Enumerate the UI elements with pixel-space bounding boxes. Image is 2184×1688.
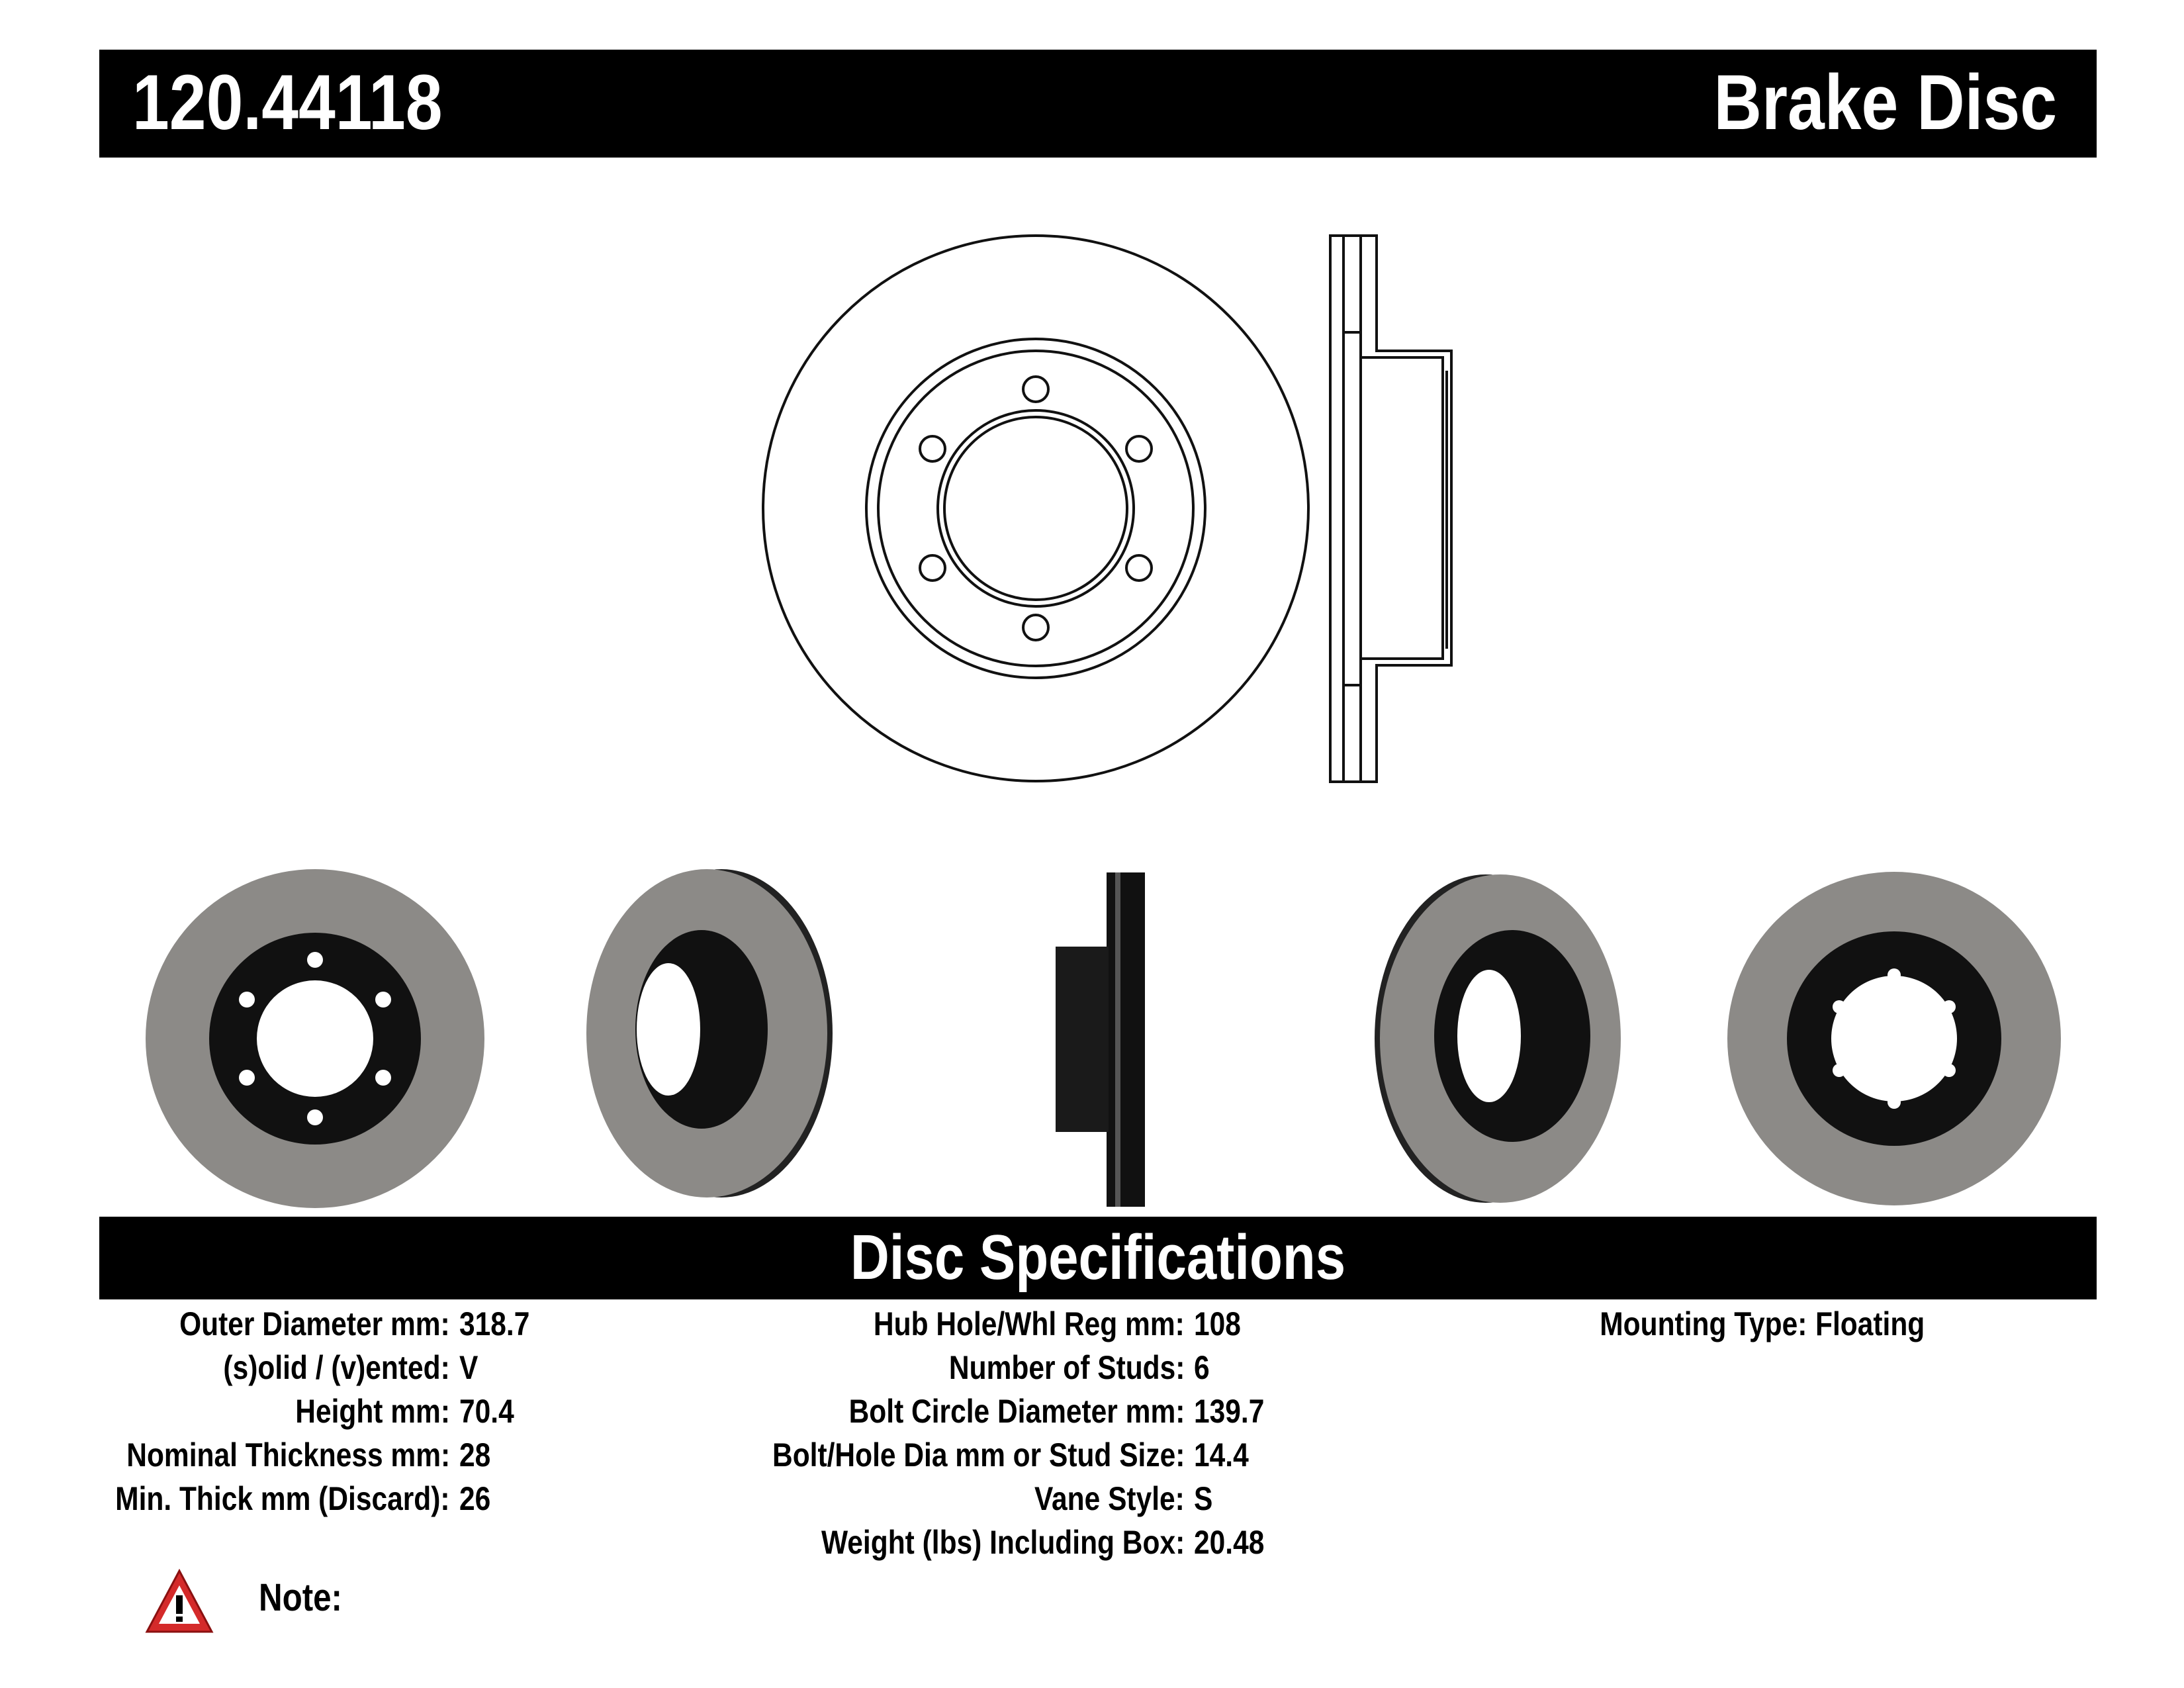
photo-disc-side xyxy=(1056,872,1145,1207)
spec-label: Nominal Thickness mm: xyxy=(126,1436,450,1474)
spec-label: Height mm: xyxy=(295,1393,450,1430)
photo-disc-back xyxy=(1727,872,2061,1205)
spec-label: Bolt/Hole Dia mm or Stud Size: xyxy=(772,1436,1185,1474)
specifications-bar: Disc Specifications xyxy=(99,1217,2097,1299)
spec-label: Min. Thick mm (Discard): xyxy=(115,1480,450,1517)
spec-label: Outer Diameter mm: xyxy=(179,1305,450,1342)
spec-value: 139.7 xyxy=(1194,1393,1265,1430)
spec-value: V xyxy=(459,1349,478,1386)
technical-drawing-front xyxy=(762,234,1310,782)
warning-icon xyxy=(145,1568,214,1633)
spec-label: Bolt Circle Diameter mm: xyxy=(848,1393,1185,1430)
technical-drawing-side xyxy=(1329,234,1453,783)
spec-value: 28 xyxy=(459,1436,491,1474)
spec-label: Weight (lbs) Including Box: xyxy=(821,1524,1185,1561)
header-bar: 120.44118 Brake Disc xyxy=(99,50,2097,158)
spec-value: 108 xyxy=(1194,1305,1241,1342)
note-label: Note: xyxy=(259,1576,342,1619)
photo-disc-front xyxy=(146,869,484,1208)
section-title: Disc Specifications xyxy=(850,1222,1346,1293)
spec-value: 26 xyxy=(459,1480,491,1517)
spec-value: Floating xyxy=(1815,1305,1925,1342)
spec-value: 70.4 xyxy=(459,1393,514,1430)
spec-label: Vane Style: xyxy=(1034,1480,1185,1517)
spec-value: 14.4 xyxy=(1194,1436,1249,1474)
spec-label: Mounting Type: xyxy=(1599,1305,1807,1342)
spec-label: Hub Hole/Whl Reg mm: xyxy=(874,1305,1185,1342)
part-number: 120.44118 xyxy=(132,59,443,146)
spec-label: (s)olid / (v)ented: xyxy=(223,1349,450,1386)
spec-value: 6 xyxy=(1194,1349,1210,1386)
spec-label: Number of Studs: xyxy=(948,1349,1185,1386)
document-title: Brake Disc xyxy=(1713,59,2057,146)
photo-disc-angled-right xyxy=(1375,874,1621,1203)
spec-value: 20.48 xyxy=(1194,1524,1265,1561)
spec-value: 318.7 xyxy=(459,1305,530,1342)
photo-disc-angled-left xyxy=(586,869,833,1197)
spec-value: S xyxy=(1194,1480,1213,1517)
